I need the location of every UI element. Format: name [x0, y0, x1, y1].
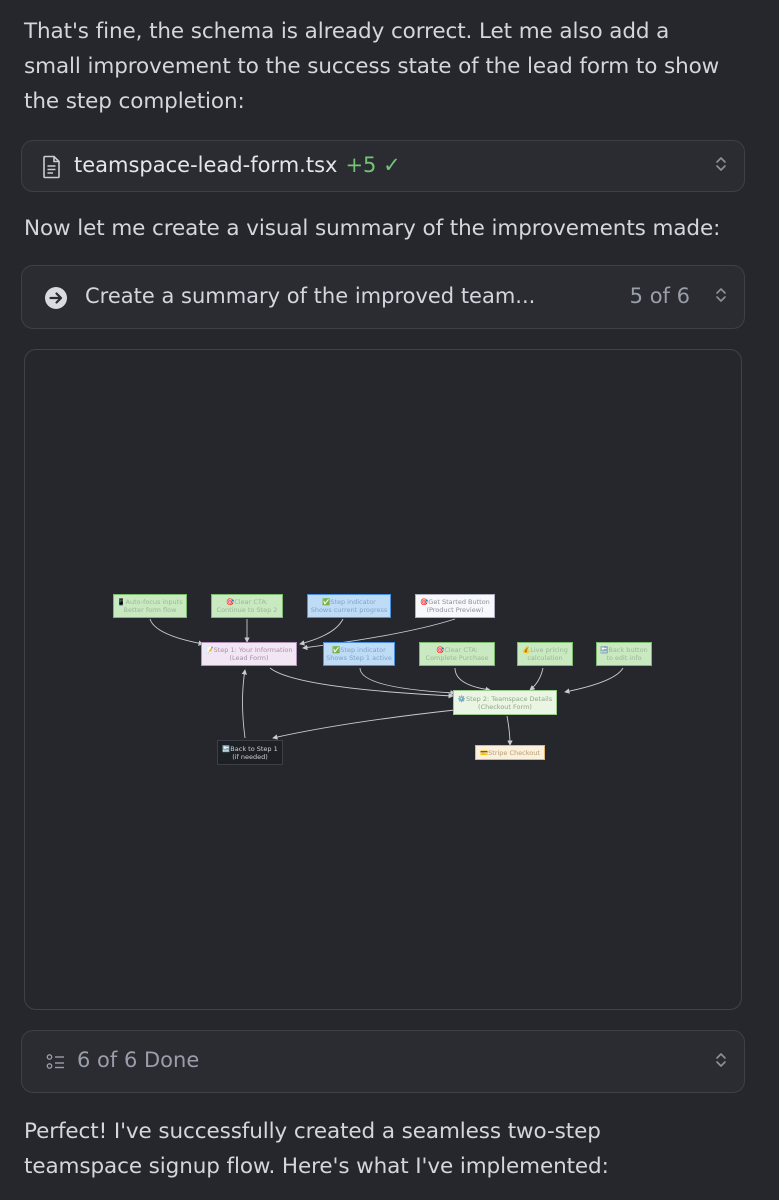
outro-line-1: Perfect! I've successfully created a sea… [24, 1119, 601, 1144]
intro-line-2: small improvement to the success state o… [24, 54, 720, 79]
edge-step2-back1 [272, 709, 456, 740]
task-card[interactable]: Create a summary of the improved team...… [21, 265, 745, 329]
arrow-right-circle-icon [44, 286, 68, 314]
node-back-step1: 🔙Back to Step 1(if needed) [217, 740, 283, 765]
edge-step1-step2 [269, 667, 454, 699]
edge-ctapurchase-step2 [454, 667, 491, 693]
node-step1: 📝Step 1: Your Information(Lead Form) [201, 642, 297, 666]
edge-indicator-step1 [299, 618, 344, 646]
edge-back-step2 [564, 667, 624, 694]
progress-card[interactable]: 6 of 6 Done [21, 1030, 745, 1093]
diagram-edges [149, 618, 624, 746]
summary-intro-text: Now let me create a visual summary of th… [24, 216, 721, 241]
chevron-updown-icon[interactable] [714, 1050, 728, 1074]
node-stripe: 💳Stripe Checkout [475, 745, 545, 760]
edge-back1-step1 [241, 669, 247, 739]
edge-pricing-step2 [529, 667, 544, 691]
intro-line-3: the step completion: [24, 89, 245, 114]
outro-paragraph: Perfect! I've successfully created a sea… [24, 1114, 754, 1184]
diff-badge: +5 ✓ [345, 153, 401, 177]
node-step2: ⚙️Step 2: Teamspace Details(Checkout For… [453, 690, 557, 715]
edge-autofocus-step1 [149, 618, 204, 646]
node-cta-purchase: 🎯Clear CTA:Complete Purchase [419, 642, 495, 666]
edge-step2-stripe [506, 715, 513, 746]
node-get-started: 🎯Get Started Button(Product Preview) [415, 594, 495, 618]
outro-line-2: teamspace signup flow. Here's what I've … [24, 1154, 609, 1179]
document-icon [42, 155, 62, 183]
chevron-updown-icon[interactable] [714, 154, 728, 178]
intro-paragraph: That's fine, the schema is already corre… [24, 14, 754, 119]
chevron-updown-icon[interactable] [714, 285, 728, 309]
task-count: 5 of 6 [629, 284, 690, 308]
edge-indicator2-step2 [359, 667, 456, 696]
task-title: Create a summary of the improved team... [85, 284, 536, 308]
intro-line-1: That's fine, the schema is already corre… [24, 19, 670, 44]
file-edit-card[interactable]: teamspace-lead-form.tsx +5 ✓ [21, 140, 745, 192]
progress-text: 6 of 6 Done [77, 1048, 200, 1072]
node-cta-continue: 🎯Clear CTA:Continue to Step 2 [211, 594, 283, 618]
summary-intro: Now let me create a visual summary of th… [24, 211, 754, 246]
list-icon [46, 1053, 66, 1075]
file-name-text: teamspace-lead-form.tsx [74, 153, 338, 177]
file-name: teamspace-lead-form.tsx +5 ✓ [74, 153, 401, 177]
